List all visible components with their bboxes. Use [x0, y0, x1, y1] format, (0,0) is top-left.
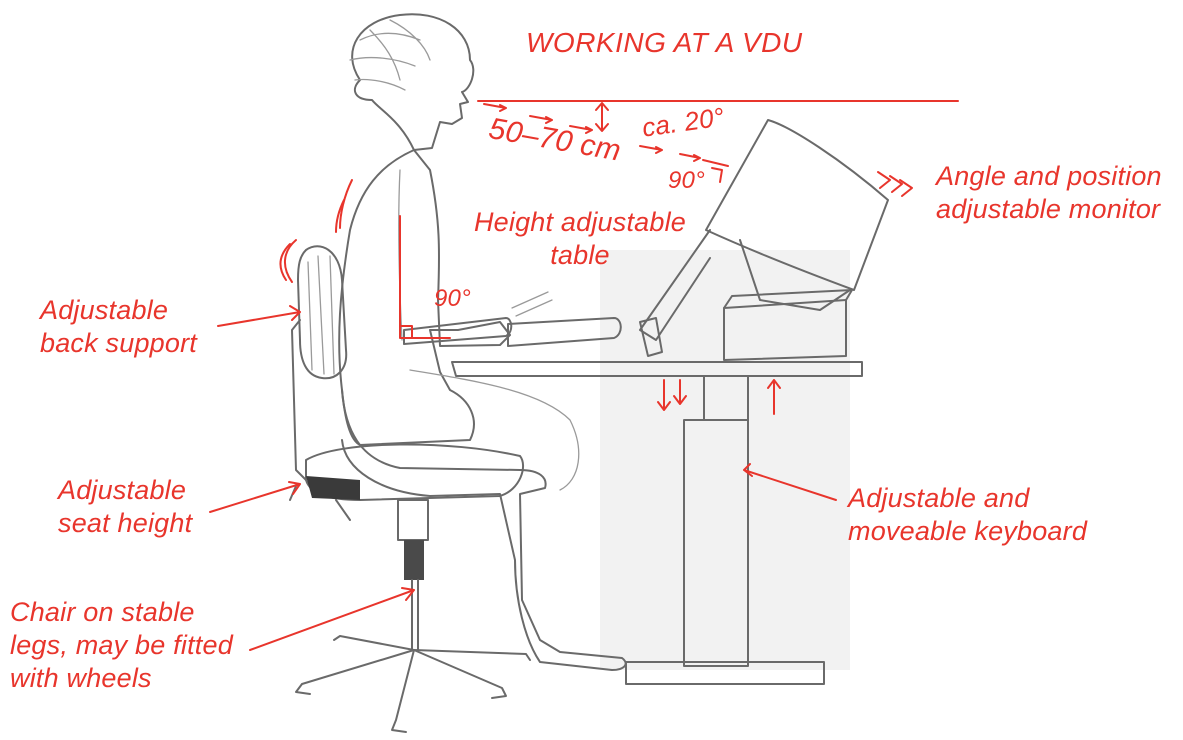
- person-legs: [342, 370, 626, 670]
- elbow-angle-marker: [400, 216, 450, 338]
- angle-indicator-arrow: [596, 103, 608, 131]
- chair-column: [398, 500, 428, 650]
- chair-legs-label: Chair on stable legs, may be fitted with…: [10, 596, 233, 695]
- back-support-label: Adjustable back support: [40, 294, 197, 360]
- chair-base-legs: [296, 636, 530, 732]
- seat-height-label: Adjustable seat height: [58, 474, 192, 540]
- chair-backrest: [292, 246, 346, 480]
- keyboard-label: Adjustable and moveable keyboard: [848, 482, 1087, 548]
- monitor-angle-marker: [712, 168, 722, 182]
- monitor-motion-arcs: [878, 172, 912, 196]
- monitor-angle-label: 90°: [668, 164, 705, 197]
- chair-seat: [290, 444, 523, 520]
- elbow-angle-label: 90°: [434, 282, 471, 315]
- person-torso: [339, 150, 510, 445]
- diagram-title: WORKING AT A VDU: [526, 26, 803, 59]
- table-label: Height adjustable table: [470, 206, 690, 272]
- monitor-label: Angle and position adjustable monitor: [936, 160, 1162, 226]
- back-support-motion-arcs: [280, 180, 352, 282]
- person-head: [350, 14, 473, 150]
